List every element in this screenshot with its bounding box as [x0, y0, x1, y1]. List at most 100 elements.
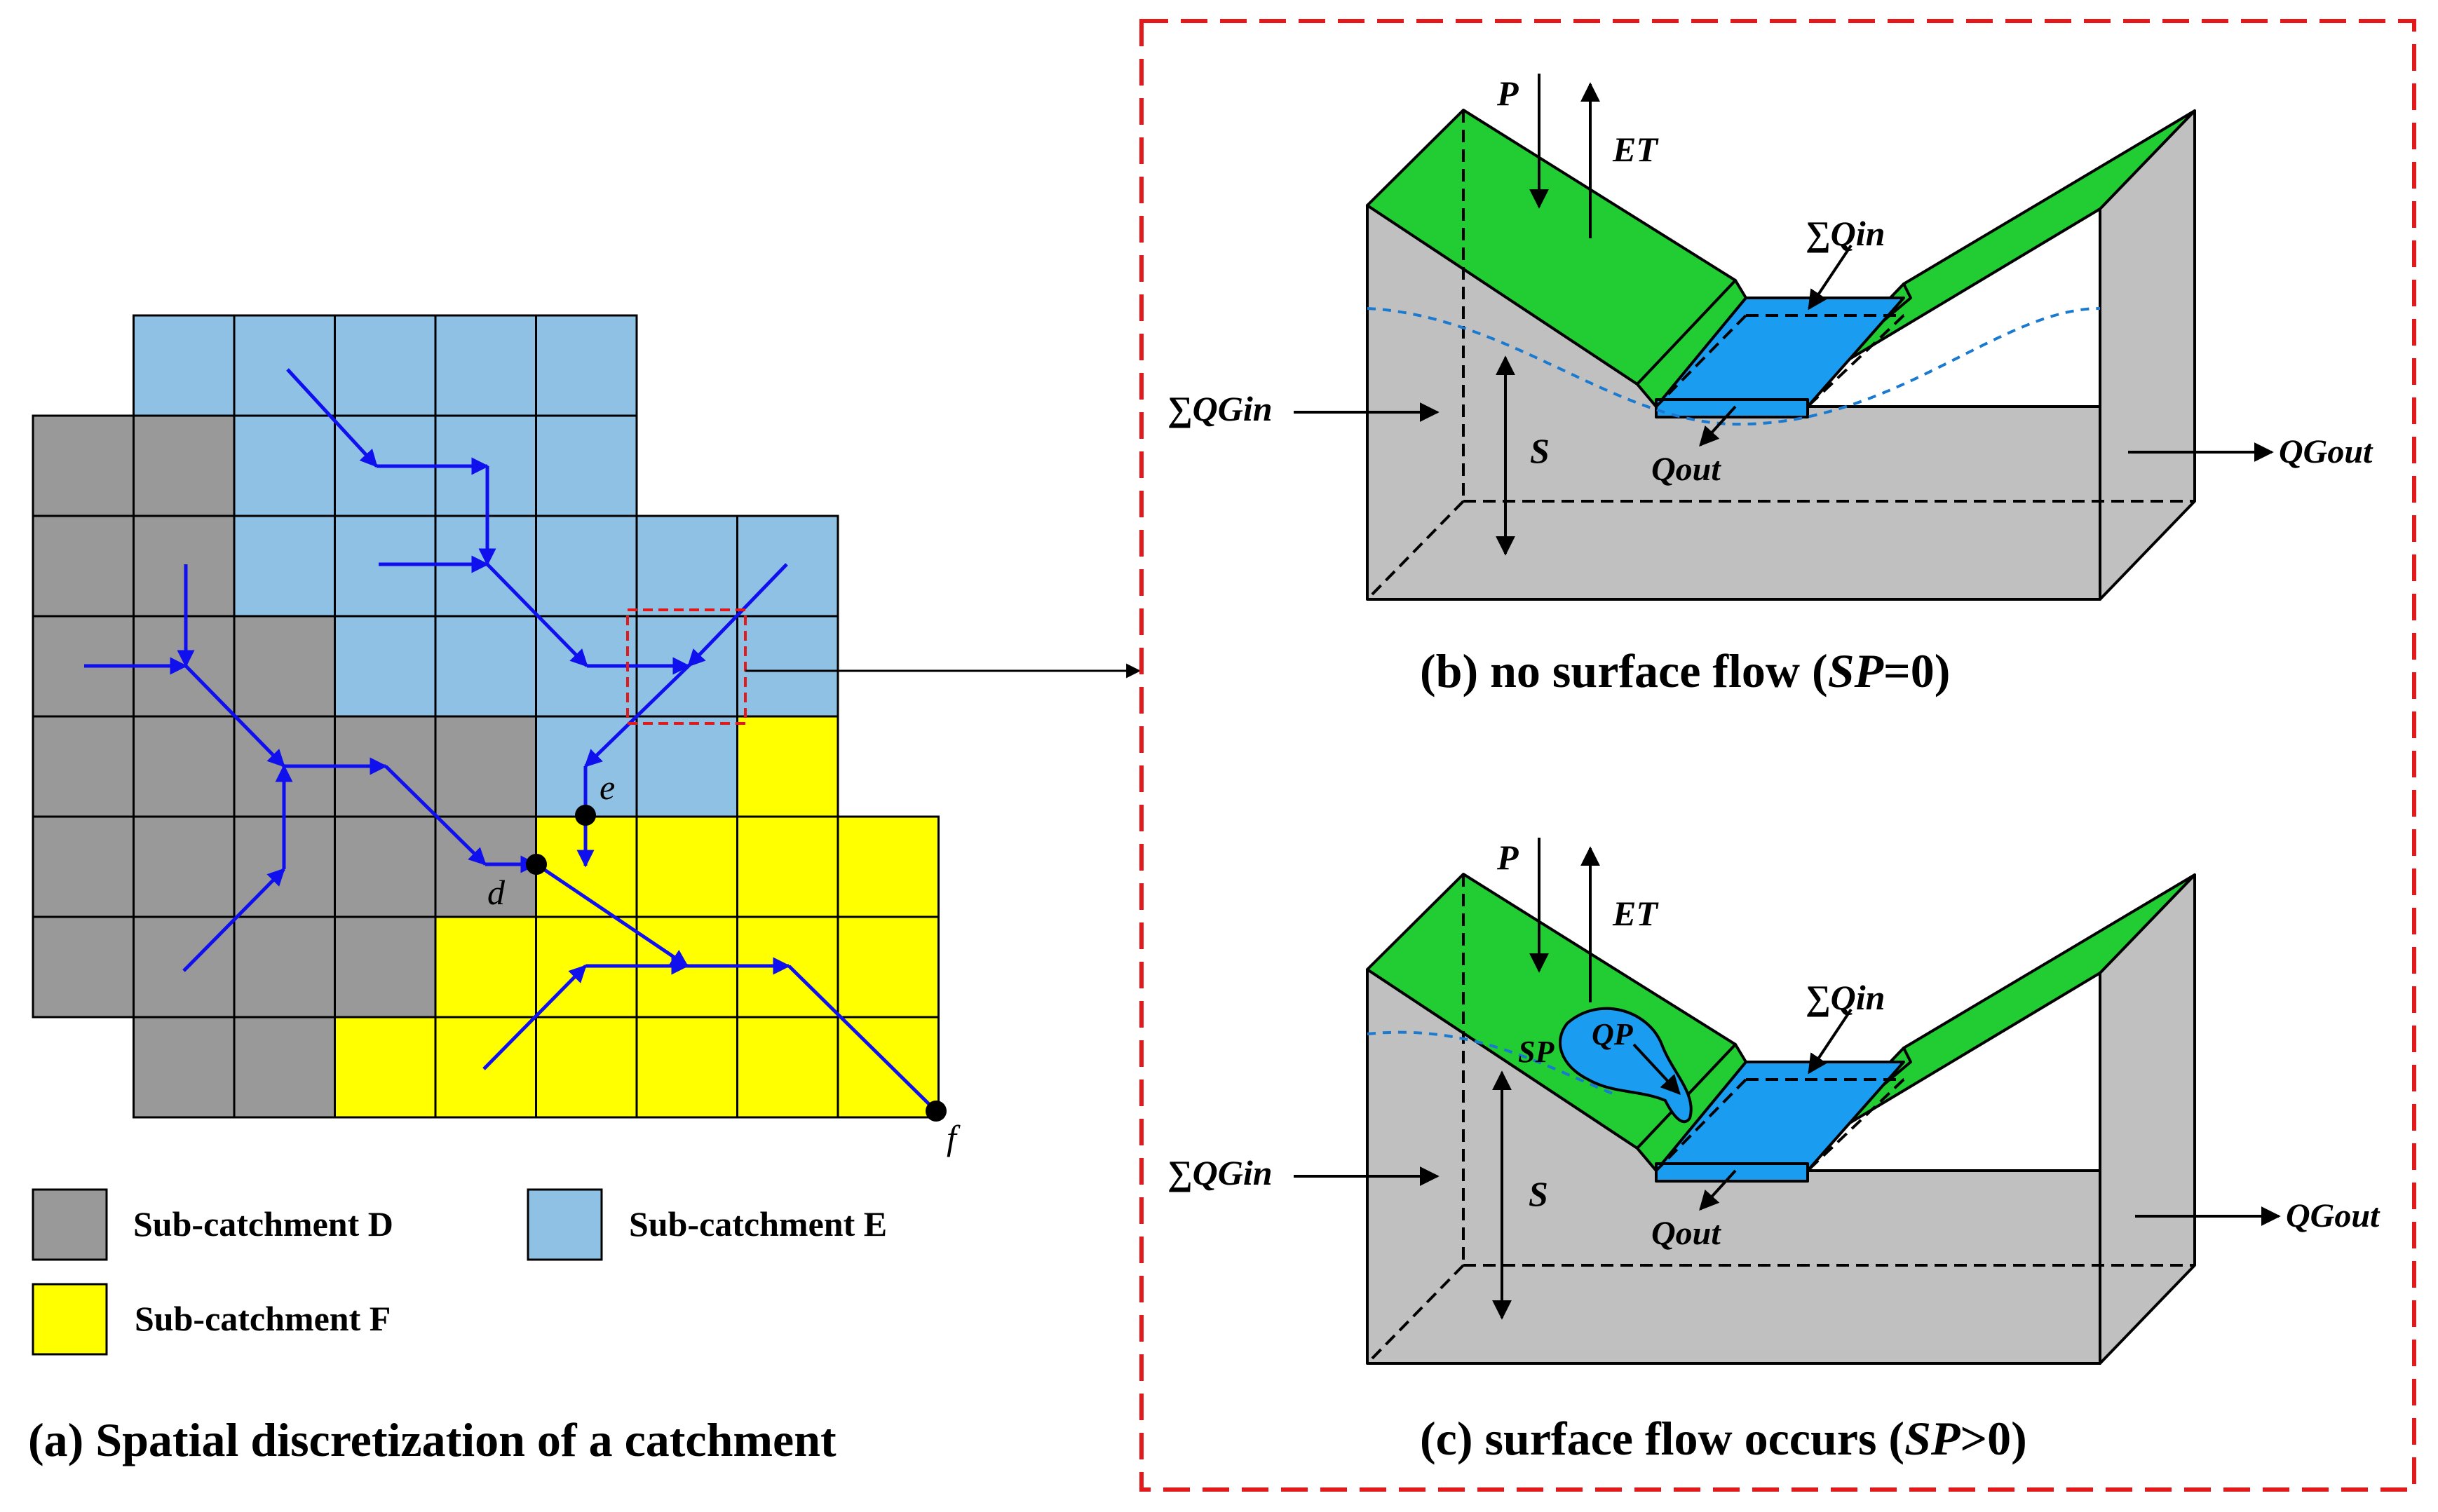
grid-cell-f — [434, 915, 537, 1019]
grid-cell-d — [133, 915, 236, 1019]
label-p: P — [1496, 838, 1519, 877]
labels-b: P ET ∑Qin ∑QGin S Qout QGout — [1167, 74, 2373, 488]
grid-cell-f — [635, 815, 738, 918]
grid-cell-d — [133, 1016, 236, 1119]
flow-network — [84, 368, 937, 1112]
grid-cell-e — [535, 314, 638, 417]
grid-cell-d — [334, 915, 437, 1019]
flow-path — [486, 563, 588, 667]
grid-cell-f — [736, 715, 839, 818]
legend-swatch-f — [32, 1283, 108, 1356]
flow-path — [535, 862, 689, 968]
grid-cell-e — [133, 314, 236, 417]
grid-cell-e — [434, 615, 537, 718]
caption-c: (c) surface flow occurs (SP>0) — [1420, 1412, 2027, 1465]
grid-cell-d — [32, 815, 135, 918]
legend-swatch-d — [32, 1188, 108, 1261]
grid-cell-f — [736, 1016, 839, 1119]
water-table — [1367, 307, 2101, 426]
grid-cell-e — [233, 414, 336, 517]
flow-path — [182, 868, 285, 972]
grid-cell-e — [535, 515, 638, 618]
grid-cell-e — [635, 715, 738, 818]
grid-cell-e — [334, 314, 437, 417]
label-qin: ∑Qin — [1806, 214, 1885, 253]
grid-cell-d — [233, 915, 336, 1019]
qin-arrow — [1808, 1008, 1853, 1075]
hidden-edge — [1806, 314, 1905, 408]
hidden-edge — [1806, 1078, 1905, 1172]
grid-cell-d — [32, 515, 135, 618]
grid-cell-e — [233, 515, 336, 618]
grid-cell-d — [233, 1016, 336, 1119]
point-d-label: d — [487, 873, 506, 912]
legend-label-e: Sub-catchment E — [629, 1204, 887, 1244]
legend-label-f: Sub-catchment F — [135, 1299, 391, 1338]
label-et: ET — [1612, 894, 1659, 933]
legend-label-d: Sub-catchment D — [133, 1204, 393, 1244]
qout-arrow — [1699, 405, 1737, 447]
outlet-d-marker — [526, 854, 547, 875]
grid-cell-d — [133, 515, 236, 618]
hidden-edge — [1655, 1078, 1747, 1172]
qp-arrow — [1632, 1043, 1681, 1096]
grid-cell-d — [32, 915, 135, 1019]
channel-water-front — [1655, 1162, 1809, 1183]
grid-cell-f — [535, 1016, 638, 1119]
grid-cell-f — [837, 915, 940, 1019]
legend: Sub-catchment D Sub-catchment E Sub-catc… — [32, 1188, 887, 1356]
grid-cell-d — [334, 815, 437, 918]
caption-b: (b) no surface flow (SP=0) — [1420, 644, 1950, 697]
grid-cell-f — [334, 1016, 437, 1119]
label-qin: ∑Qin — [1806, 978, 1885, 1017]
grid-cell-e — [233, 314, 336, 417]
label-qp: QP — [1592, 1017, 1634, 1051]
grid-cell-e — [736, 615, 839, 718]
grid-cell-d — [133, 815, 236, 918]
label-s: S — [1530, 431, 1550, 470]
detail-frame — [1139, 19, 2416, 1492]
valley-block-c: P ET ∑Qin SP QP ∑QGin S Qout QGout — [1167, 838, 2381, 1365]
label-qgin: ∑QGin — [1167, 1153, 1273, 1192]
label-qgout: QGout — [2286, 1197, 2381, 1234]
flow-path — [384, 765, 487, 866]
label-qout: Qout — [1651, 451, 1721, 488]
point-f-label: f — [947, 1118, 961, 1157]
fluxes-b — [1294, 74, 2274, 556]
grid-cell-f — [736, 815, 839, 918]
hidden-edge — [1366, 500, 1465, 601]
label-et: ET — [1612, 130, 1659, 169]
flow-path — [584, 665, 690, 768]
ponded-water — [1559, 1007, 1693, 1124]
flow-path — [286, 368, 378, 468]
hidden-edge — [1366, 1264, 1465, 1365]
valley-block-b — [1366, 109, 2196, 601]
zoom-region-box — [626, 608, 747, 725]
grid-cell-d — [133, 715, 236, 818]
qout-arrow — [1699, 1169, 1737, 1211]
grid-cell-d — [133, 414, 236, 517]
channel-water-front — [1655, 398, 1809, 418]
flow-path — [482, 965, 587, 1070]
flow-path — [184, 665, 285, 768]
grid-cell-f — [837, 1016, 940, 1119]
qin-arrow — [1808, 244, 1853, 311]
label-sp: SP — [1518, 1035, 1555, 1069]
grid-cell-d — [434, 715, 537, 818]
grid-cell-e — [635, 515, 738, 618]
flow-path — [687, 563, 788, 667]
label-qout: Qout — [1651, 1215, 1721, 1252]
grid-cell-f — [635, 1016, 738, 1119]
label-qgin: ∑QGin — [1167, 389, 1273, 428]
grid-cell-d — [233, 615, 336, 718]
catchment-grid — [32, 314, 940, 1119]
outlet-e-marker — [575, 805, 596, 826]
label-s: S — [1529, 1174, 1548, 1213]
outlet-f-marker — [926, 1101, 947, 1122]
point-e-label: e — [600, 768, 615, 807]
grid-cell-f — [837, 815, 940, 918]
grid-cell-d — [32, 414, 135, 517]
grid-cell-e — [434, 314, 537, 417]
flow-path — [787, 965, 937, 1112]
